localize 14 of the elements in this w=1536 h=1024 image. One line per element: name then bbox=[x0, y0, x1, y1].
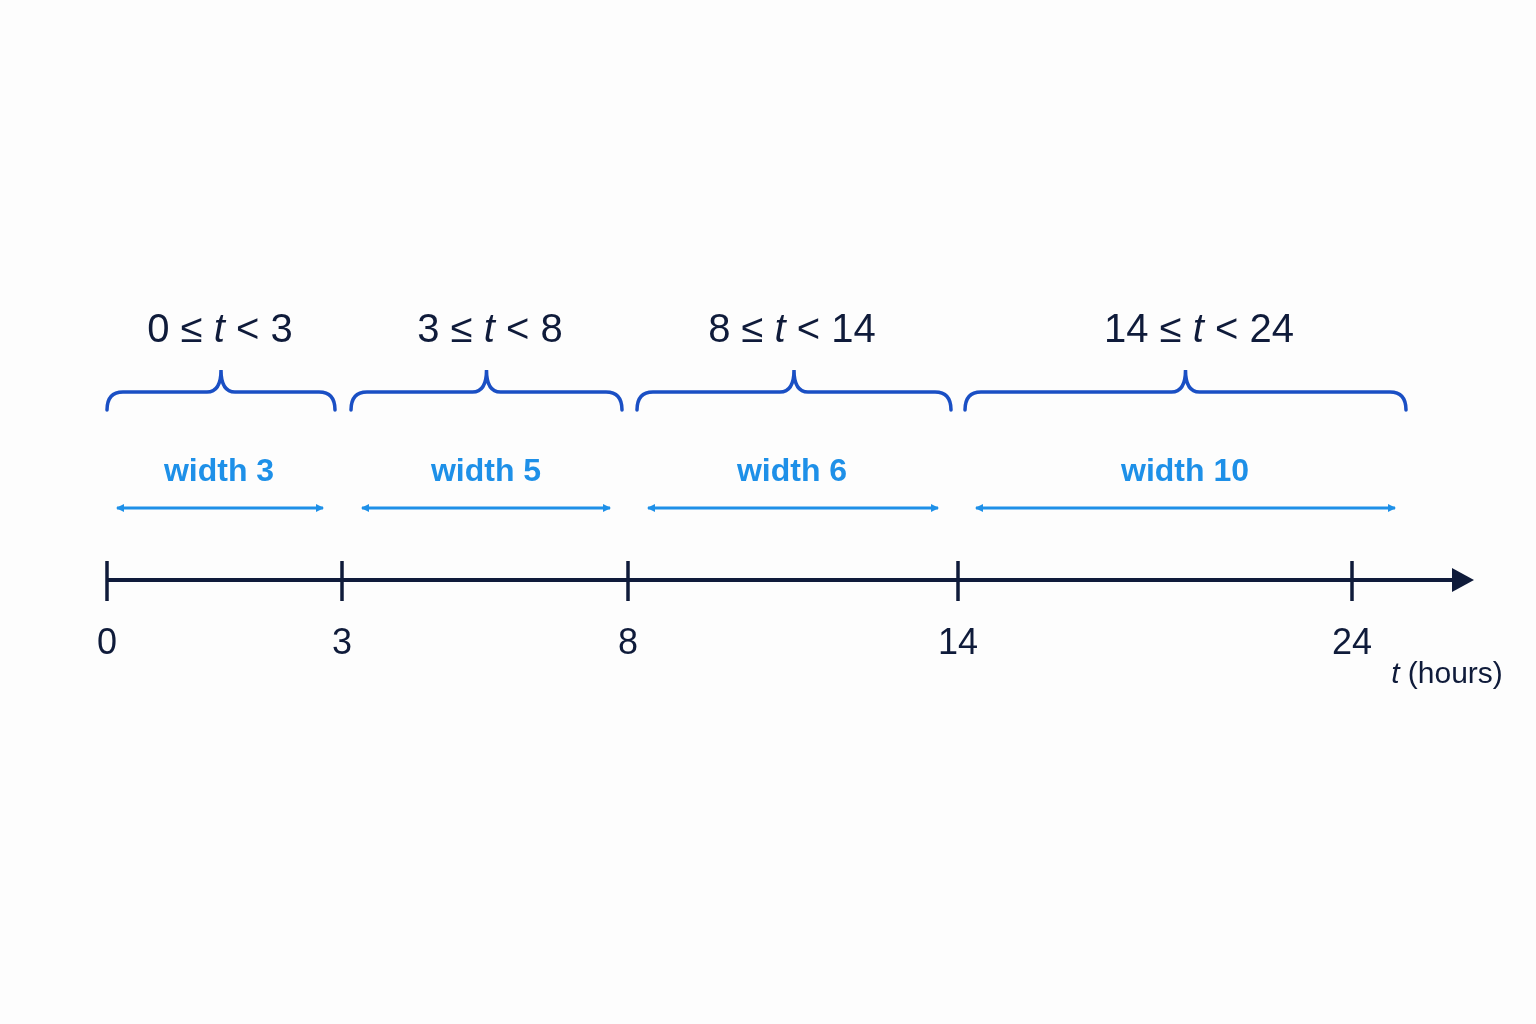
axis-label: t (hours) bbox=[1391, 655, 1503, 689]
width-label: width 5 bbox=[430, 453, 542, 489]
interval-label: 3 ≤ t < 8 bbox=[417, 306, 563, 350]
tick-label: 0 bbox=[97, 622, 117, 662]
interval-label: 14 ≤ t < 24 bbox=[1104, 306, 1294, 350]
tick-label: 14 bbox=[938, 622, 978, 662]
tick-label: 8 bbox=[618, 622, 638, 662]
tick-label: 24 bbox=[1332, 622, 1372, 662]
interval-label: 8 ≤ t < 14 bbox=[708, 306, 876, 350]
width-label: width 10 bbox=[1121, 453, 1249, 489]
width-label: width 3 bbox=[163, 453, 275, 489]
interval-label: 0 ≤ t < 3 bbox=[147, 306, 293, 350]
tick-label: 3 bbox=[332, 622, 352, 662]
width-label: width 6 bbox=[736, 453, 848, 489]
